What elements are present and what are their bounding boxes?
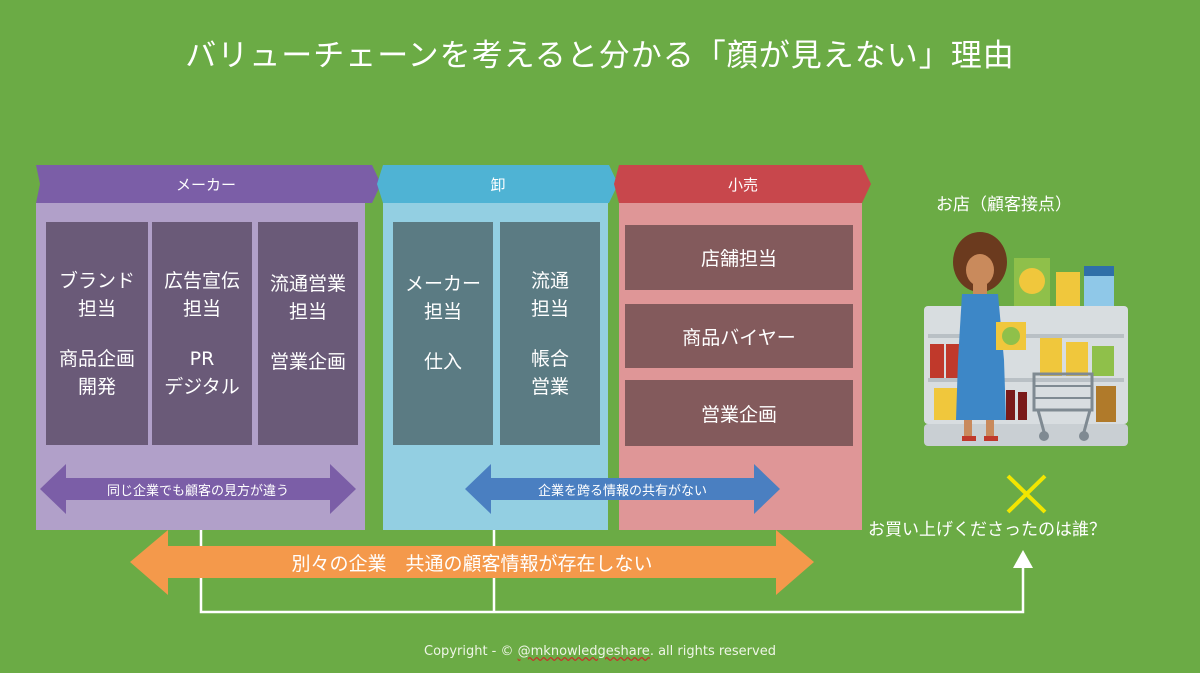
blue-arrow-label: 企業を跨る情報の共有がない	[537, 483, 707, 499]
retail-header: 小売	[727, 175, 758, 194]
maker-box-sales: 流通営業 担当 営業企画	[258, 222, 358, 445]
connector-arrowhead	[1013, 550, 1033, 568]
box-text: 流通	[530, 269, 569, 292]
box-text: 担当	[182, 297, 221, 320]
maker-header: メーカー	[175, 175, 236, 194]
retail-box-buyer: 商品バイヤー	[625, 304, 853, 368]
page-title: バリューチェーンを考えると分かる「顔が見えない」理由	[185, 38, 1015, 74]
box-text: 商品企画	[58, 347, 135, 370]
box-text: 流通営業	[269, 273, 346, 295]
copyright-account: @mknowledgeshare	[517, 644, 650, 659]
maker-header-shape	[36, 165, 381, 203]
blue-double-arrow	[465, 464, 780, 514]
customer-question: お買い上げくださったのは誰？	[868, 520, 1106, 540]
purple-double-arrow	[40, 464, 356, 514]
retail-box-sales-planning: 営業企画	[625, 380, 853, 446]
box-text: 帳合	[530, 347, 569, 370]
box-text: 担当	[530, 297, 569, 320]
box-text: メーカー	[404, 273, 481, 295]
box-text: デジタル	[164, 375, 240, 398]
box-text: 担当	[423, 301, 462, 323]
orange-double-arrow	[130, 530, 814, 595]
maker-box-advertising: 広告宣伝 担当 PR デジタル	[152, 222, 252, 445]
purple-arrow-label: 同じ企業でも顧客の見方が違う	[106, 483, 289, 499]
cross-mark-icon	[1006, 474, 1047, 514]
box-text: 担当	[77, 297, 116, 320]
store-label: お店（顧客接点）	[936, 195, 1072, 215]
copyright-prefix: Copyright - ©	[424, 644, 518, 659]
retail-header-shape	[614, 165, 871, 203]
retail-box-store: 店舗担当	[625, 225, 853, 290]
box-text: 開発	[77, 375, 116, 398]
wholesale-header: 卸	[490, 175, 506, 194]
wholesale-header-shape	[377, 165, 618, 203]
box-text: 営業	[530, 375, 569, 398]
box-text: PR	[189, 347, 215, 370]
copyright: Copyright - © @mknowledgeshare. all righ…	[0, 644, 1200, 659]
box-text: 営業企画	[269, 351, 346, 373]
wholesale-box-distribution: 流通 担当 帳合 営業	[500, 222, 600, 445]
box-text: 担当	[288, 301, 327, 323]
shopper-illustration-icon	[924, 232, 1128, 446]
wholesale-box-maker: メーカー 担当 仕入	[393, 222, 493, 445]
box-text: 仕入	[423, 351, 462, 373]
box-text: ブランド	[58, 269, 135, 292]
box-text: 広告宣伝	[163, 269, 240, 292]
copyright-suffix: . all rights reserved	[649, 644, 776, 659]
orange-arrow-label: 別々の企業 共通の顧客情報が存在しない	[291, 552, 653, 575]
maker-box-brand: ブランド 担当 商品企画 開発	[46, 222, 148, 445]
